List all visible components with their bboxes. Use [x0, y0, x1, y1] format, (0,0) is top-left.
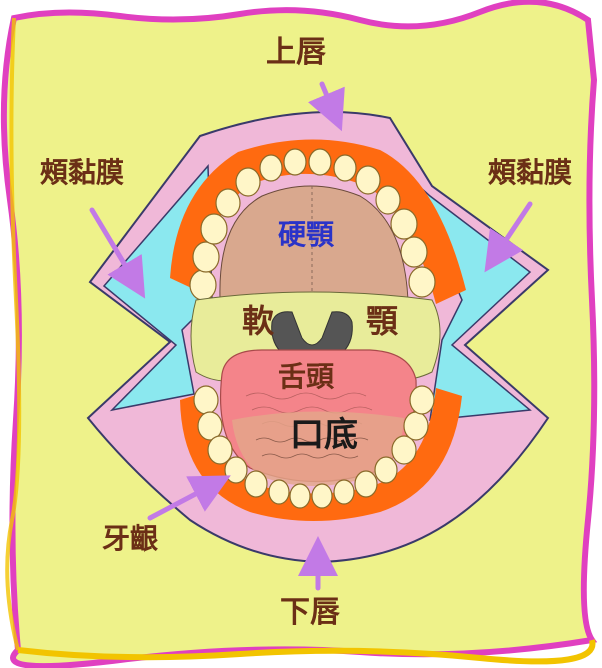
label-tongue: 舌頭 — [278, 360, 335, 393]
label-gums: 牙齦 — [102, 522, 158, 555]
label-lower-lip: 下唇 — [280, 595, 340, 630]
label-cheek-left: 頰黏膜 — [40, 156, 124, 189]
lower-teeth — [193, 385, 435, 509]
label-cheek-right: 頰黏膜 — [488, 156, 572, 189]
upper-teeth — [189, 148, 436, 301]
arrow-gums — [147, 475, 231, 521]
mouth-floor — [232, 411, 404, 486]
label-hard-palate: 硬顎 — [278, 218, 335, 251]
arrow-cheek-right — [484, 201, 533, 273]
frame-border-left — [5, 17, 22, 651]
frame-border-bottom — [17, 639, 596, 665]
label-upper-lip: 上唇 — [266, 35, 326, 70]
label-soft-palate-right: 顎 — [366, 302, 399, 340]
arrow-cheek-left — [89, 207, 146, 299]
arrow-upper-lip — [307, 81, 345, 132]
mouth-floor-texture — [255, 437, 369, 459]
label-soft-palate-left: 軟 — [242, 302, 275, 340]
label-mouth-floor: 口底 — [290, 415, 358, 455]
